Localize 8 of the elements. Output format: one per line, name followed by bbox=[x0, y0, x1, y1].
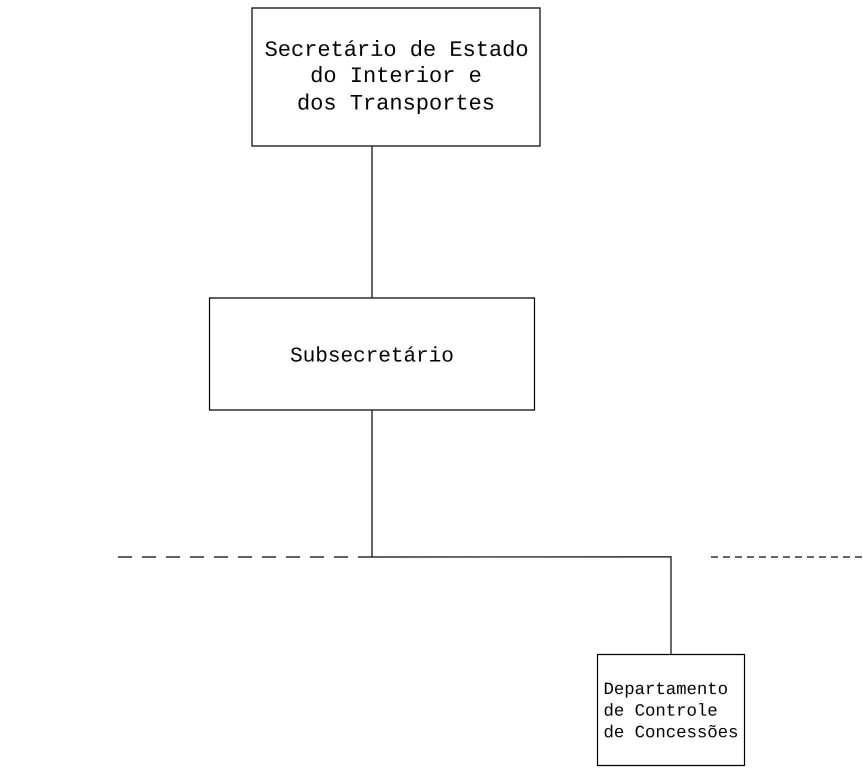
org-box: Departamento de Controle de Concessões bbox=[596, 654, 746, 766]
connector-line bbox=[372, 556, 672, 654]
connector-line bbox=[371, 410, 373, 557]
org-box: Secretário de Estado do Interior e dos Transportes bbox=[251, 7, 541, 147]
org-box: Subsecretário bbox=[208, 297, 536, 411]
connector-line bbox=[711, 556, 863, 558]
connector-line bbox=[371, 146, 373, 298]
connector-line bbox=[118, 556, 372, 558]
